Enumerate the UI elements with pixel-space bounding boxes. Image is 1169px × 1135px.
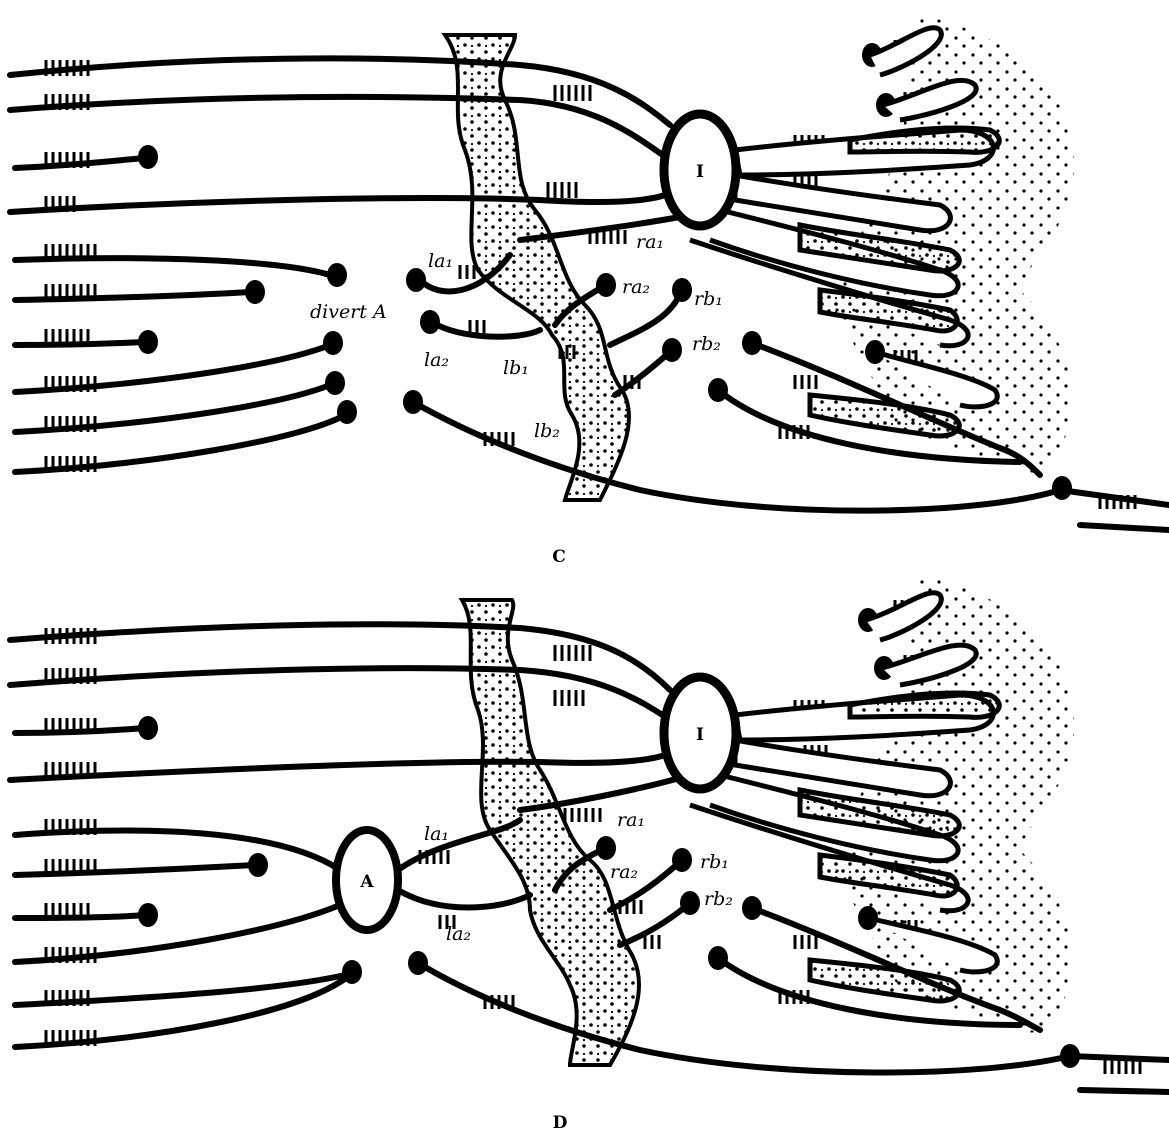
label-lb2: lb₂ — [534, 420, 560, 442]
label-rb2: rb₂ — [692, 333, 721, 355]
panel-d: A I la₁ la₂ ra₁ ra₂ rb₁ rb₂ D — [10, 575, 1169, 1133]
label-la2: la₂ — [446, 923, 471, 945]
label-la1: la₁ — [424, 823, 449, 845]
label-rb2: rb₂ — [704, 888, 733, 910]
panel-d-caption: D — [553, 1113, 568, 1133]
central-node-i-label: I — [696, 162, 704, 182]
label-divert: divert A — [310, 301, 387, 323]
label-rb1: rb₁ — [700, 851, 729, 873]
label-ra2: ra₂ — [622, 276, 650, 298]
central-node-i-label: I — [696, 725, 704, 745]
label-ra2: ra₂ — [610, 861, 638, 883]
label-lb1: lb₁ — [503, 357, 529, 379]
left-node-a-label: A — [359, 872, 374, 892]
label-la1: la₁ — [428, 250, 453, 272]
label-ra1: ra₁ — [636, 231, 664, 253]
label-ra1: ra₁ — [617, 809, 645, 831]
label-rb1: rb₁ — [694, 288, 723, 310]
panel-c: I la₁ la₂ lb₁ lb₂ ra₁ ra₂ rb₁ rb₂ divert… — [10, 15, 1169, 567]
panel-c-caption: C — [552, 547, 566, 567]
label-la2: la₂ — [424, 349, 449, 371]
